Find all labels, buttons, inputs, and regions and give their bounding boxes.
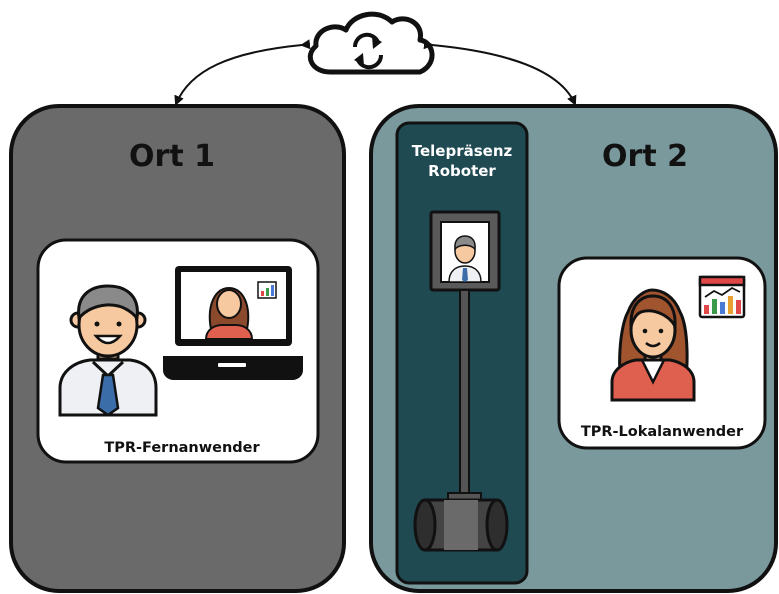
robot-base-wheel bbox=[413, 498, 509, 552]
sync-icon bbox=[352, 32, 384, 70]
video-caller-woman-icon bbox=[204, 286, 254, 340]
arrow-to-location1 bbox=[174, 39, 311, 106]
remote-user-label: TPR-Fernanwender bbox=[104, 440, 260, 456]
cloud-sync-icon bbox=[307, 11, 435, 75]
laptop-icon bbox=[163, 266, 303, 380]
telepresence-robot-icon bbox=[413, 210, 509, 552]
local-user-avatar bbox=[610, 288, 696, 402]
arrow-to-location2 bbox=[423, 39, 577, 106]
robot-screen-man-icon bbox=[448, 235, 482, 283]
chart-mini-icon bbox=[257, 281, 277, 299]
analytics-chart-icon bbox=[698, 275, 746, 319]
robot-title-line2: Roboter bbox=[428, 162, 496, 180]
location1-title: Ort 1 bbox=[129, 139, 215, 174]
location2-title: Ort 2 bbox=[602, 139, 688, 174]
remote-user-avatar bbox=[58, 284, 158, 417]
local-user-label: TPR-Lokalanwender bbox=[581, 424, 744, 440]
robot-title-line1: Telepräsenz bbox=[412, 142, 513, 160]
